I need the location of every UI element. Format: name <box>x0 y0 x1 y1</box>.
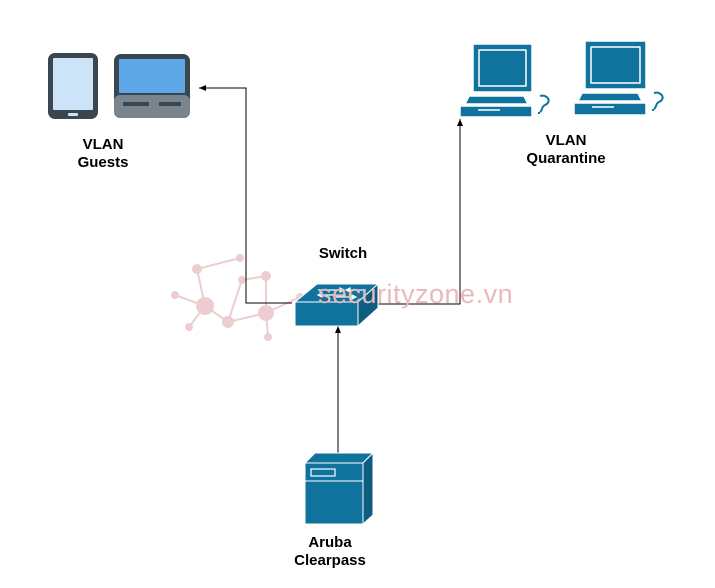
label-switch-text: Switch <box>318 245 368 262</box>
label-aruba-clearpass-line2: Clearpass <box>294 552 366 569</box>
label-vlan-quarantine: VLAN Quarantine <box>506 132 626 168</box>
tablet-icon <box>48 53 98 119</box>
label-vlan-quarantine-line1: VLAN <box>545 132 587 149</box>
label-switch: Switch <box>298 245 388 263</box>
server-icon <box>303 451 375 526</box>
label-aruba-clearpass: Aruba Clearpass <box>280 534 380 570</box>
watermark-text: securityzone.vn <box>318 279 514 309</box>
label-vlan-guests-line1: VLAN <box>82 136 124 153</box>
connectors <box>199 85 463 453</box>
label-vlan-guests-line2: Guests <box>77 154 129 171</box>
workstation-icon <box>459 43 550 118</box>
laptop-icon <box>114 54 190 118</box>
label-aruba-clearpass-line1: Aruba <box>308 534 352 551</box>
connector-switch-to-guests <box>199 85 292 304</box>
workstation-icon <box>573 40 664 116</box>
switch-icon <box>293 282 380 328</box>
label-vlan-quarantine-line2: Quarantine <box>526 150 606 167</box>
watermark-logo <box>171 254 304 341</box>
label-vlan-guests: VLAN Guests <box>53 136 153 172</box>
connector-switch-to-quarantine <box>377 119 463 305</box>
